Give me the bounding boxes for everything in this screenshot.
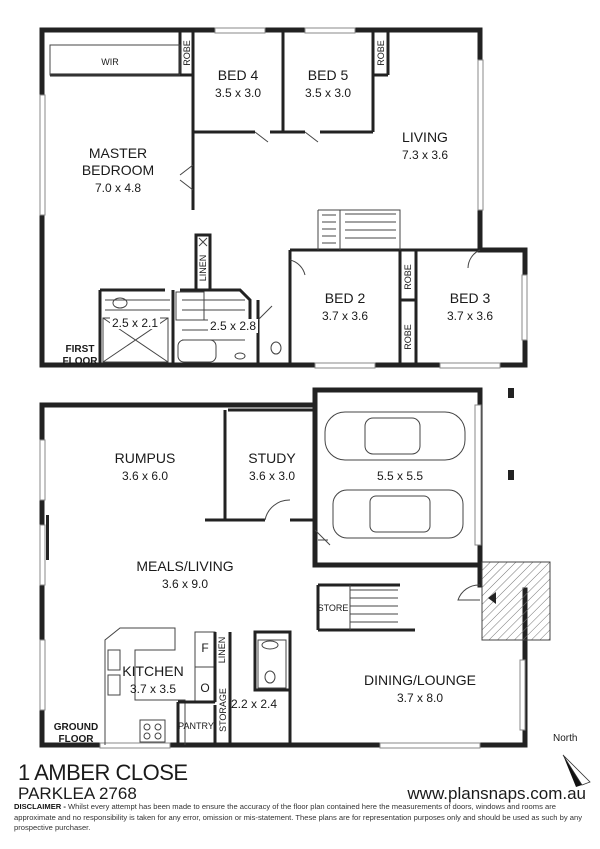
window xyxy=(439,362,501,369)
room-label-rumpus: RUMPUS xyxy=(115,450,176,466)
room-label-robe: ROBE xyxy=(376,40,386,66)
garage-door xyxy=(474,404,482,546)
room-label-kitchen: KITCHEN xyxy=(122,663,183,679)
room-label-bed4: BED 4 xyxy=(218,67,259,83)
room-label-bed5: BED 5 xyxy=(308,67,349,83)
window xyxy=(314,362,376,369)
floor-label-first: FIRST xyxy=(66,344,95,355)
window xyxy=(477,59,484,211)
room-label-bed3: BED 3 xyxy=(450,290,491,306)
room-label-linen: LINEN xyxy=(198,255,208,282)
first-floor-plan: WIR ROBE ROBE BED 4 3.5 x 3.0 BED 5 3.5 … xyxy=(39,27,528,369)
room-label-robe: ROBE xyxy=(403,264,413,290)
fridge-label: F xyxy=(201,641,208,655)
ground-floor-outer-wall xyxy=(39,387,528,748)
north-label: North xyxy=(553,733,578,744)
window xyxy=(304,27,356,34)
room-label-linen: LINEN xyxy=(217,637,227,664)
window xyxy=(521,274,528,341)
room-dim-bed4: 3.5 x 3.0 xyxy=(215,86,261,100)
room-label-robe: ROBE xyxy=(403,324,413,350)
room-dim-bed2: 3.7 x 3.6 xyxy=(322,309,368,323)
room-label-meals-living: MEALS/LIVING xyxy=(136,558,233,574)
car-icon xyxy=(332,489,464,539)
floor-label-ground: GROUND xyxy=(54,722,98,733)
room-dim-rumpus: 3.6 x 6.0 xyxy=(122,469,168,483)
oven-label: O xyxy=(200,681,209,695)
room-dim-garage: 5.5 x 5.5 xyxy=(377,469,423,483)
room-dim-dining-lounge: 3.7 x 8.0 xyxy=(397,691,443,705)
room-dim-living: 7.3 x 3.6 xyxy=(402,148,448,162)
disclaimer-text: Whilst every attempt has been made to en… xyxy=(14,802,583,832)
room-label-storage: STORAGE xyxy=(218,688,228,732)
room-label-wir: WIR xyxy=(101,57,119,67)
room-label-master: MASTER xyxy=(89,145,147,161)
address-street: 1 AMBER CLOSE xyxy=(18,760,188,785)
room-dim-laundry: 2.2 x 2.4 xyxy=(231,697,277,711)
website-link[interactable]: www.plansnaps.com.au xyxy=(407,784,586,803)
floor-label-first: FLOOR xyxy=(63,356,99,367)
window xyxy=(39,439,46,501)
window xyxy=(39,94,46,216)
room-label-living: LIVING xyxy=(402,129,448,145)
disclaimer: DISCLAIMER - Whilst every attempt has be… xyxy=(14,802,588,834)
room-dim-bathroom: 2.5 x 2.8 xyxy=(210,319,256,333)
room-label-store: STORE xyxy=(318,603,349,613)
floor-label-ground: FLOOR xyxy=(59,734,95,745)
entry-porch xyxy=(457,561,551,641)
window xyxy=(39,639,46,711)
room-dim-ensuite: 2.5 x 2.1 xyxy=(112,316,158,330)
window xyxy=(39,524,46,586)
address-suburb: PARKLEA 2768 xyxy=(18,784,137,803)
window xyxy=(379,742,481,749)
room-label-pantry: PANTRY xyxy=(178,721,214,731)
room-label-bed2: BED 2 xyxy=(325,290,366,306)
first-floor-stairs xyxy=(317,209,401,250)
room-dim-meals-living: 3.6 x 9.0 xyxy=(162,577,208,591)
ground-floor-plan: RUMPUS 3.6 x 6.0 STUDY 3.6 x 3.0 5.5 x 5… xyxy=(39,387,551,749)
room-label-study: STUDY xyxy=(248,450,296,466)
disclaimer-heading: DISCLAIMER - xyxy=(14,802,66,811)
room-label-dining-lounge: DINING/LOUNGE xyxy=(364,672,476,688)
room-label-robe: ROBE xyxy=(182,40,192,66)
room-label-master: BEDROOM xyxy=(82,162,154,178)
room-dim-bed3: 3.7 x 3.6 xyxy=(447,309,493,323)
room-dim-bed5: 3.5 x 3.0 xyxy=(305,86,351,100)
room-dim-master: 7.0 x 4.8 xyxy=(95,181,141,195)
window xyxy=(519,659,526,731)
car-icon xyxy=(324,411,466,461)
room-dim-kitchen: 3.7 x 3.5 xyxy=(130,682,176,696)
window xyxy=(214,27,266,34)
ground-floor-stairs xyxy=(316,583,415,632)
room-dim-study: 3.6 x 3.0 xyxy=(249,469,295,483)
north-arrow-icon xyxy=(562,754,591,787)
window xyxy=(99,742,171,749)
